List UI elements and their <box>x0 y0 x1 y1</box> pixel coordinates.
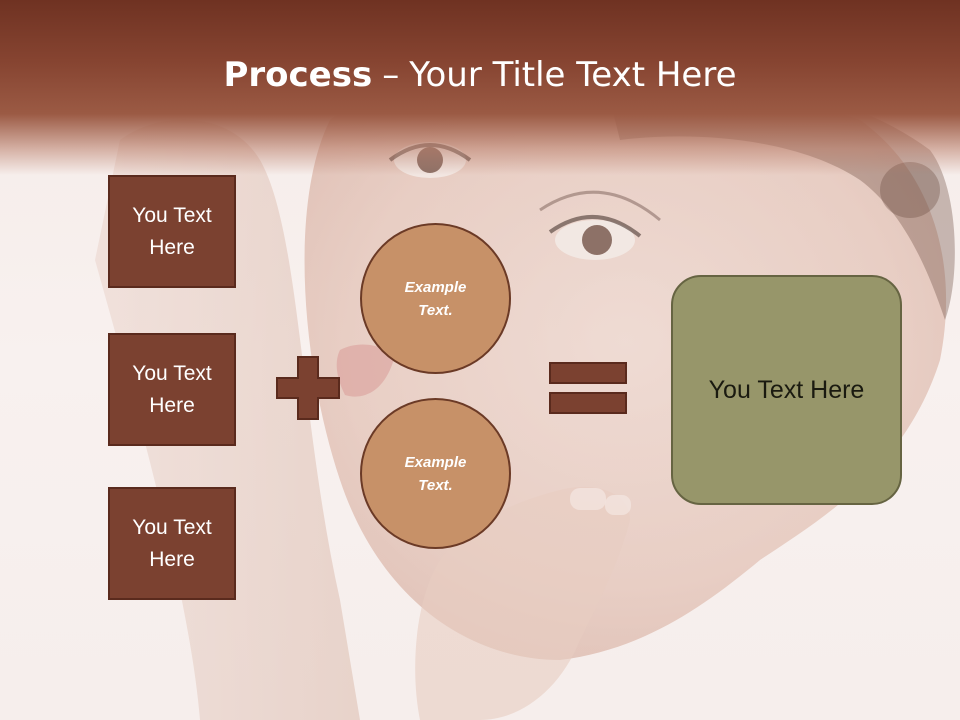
input-box-3[interactable]: You Text Here <box>108 487 236 600</box>
equals-icon <box>549 362 627 414</box>
plus-icon <box>276 356 340 420</box>
title-bold-part: Process <box>223 55 373 95</box>
circle-label: Example Text. <box>404 453 467 494</box>
result-label: You Text Here <box>708 376 865 404</box>
circle-label: Example Text. <box>404 278 467 319</box>
result-box[interactable]: You Text Here <box>671 275 902 505</box>
input-box-label: You Text Here <box>132 203 212 259</box>
example-circle-1[interactable]: Example Text. <box>360 223 511 374</box>
title-text: Your Title Text Here <box>409 55 737 95</box>
input-box-label: You Text Here <box>132 361 212 417</box>
input-box-1[interactable]: You Text Here <box>108 175 236 288</box>
title-separator: – <box>382 55 400 95</box>
example-circle-2[interactable]: Example Text. <box>360 398 511 549</box>
slide-title: Process–Your Title Text Here <box>0 52 960 98</box>
title-band <box>0 0 960 175</box>
input-box-label: You Text Here <box>132 515 212 571</box>
input-box-2[interactable]: You Text Here <box>108 333 236 446</box>
